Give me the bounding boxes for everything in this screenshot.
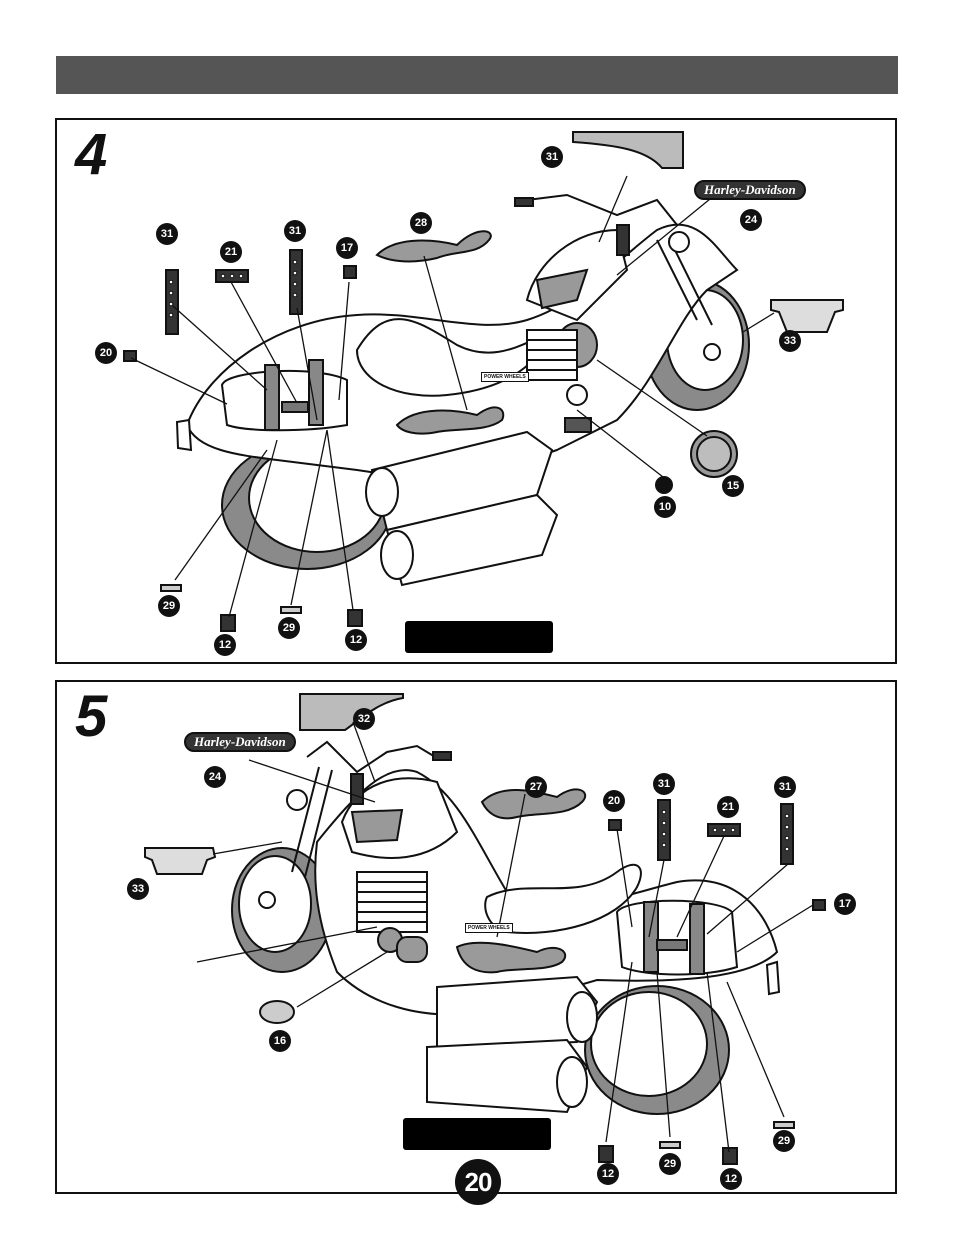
step-4-callout-21: 21 — [220, 241, 242, 263]
step-5-callout-32: 32 — [353, 708, 375, 730]
step-4-callout-12-left: 12 — [214, 634, 236, 656]
step-5-power-wheels-badge: POWER WHEELS — [465, 923, 513, 933]
step-4-callout-31-top: 31 — [541, 146, 563, 168]
step-5-callout-16: 16 — [269, 1030, 291, 1052]
step-4-callout-31-middle: 31 — [284, 220, 306, 242]
step-5-callout-24: 24 — [204, 766, 226, 788]
step-4-callout-31-left: 31 — [156, 223, 178, 245]
step-5-motorcycle-illustration — [144, 693, 826, 1165]
step-4-callout-15: 15 — [722, 475, 744, 497]
step-5-callout-21: 21 — [717, 796, 739, 818]
step-5-number: 5 — [75, 684, 108, 749]
step-4-callout-20: 20 — [95, 342, 117, 364]
step-5-callout-20: 20 — [603, 790, 625, 812]
step-4-callout-29-left: 29 — [158, 595, 180, 617]
step-5-callout-29-right: 29 — [773, 1130, 795, 1152]
step-5-label-box — [403, 1118, 551, 1150]
step-5-callout-33: 33 — [127, 878, 149, 900]
step-5-callout-12-right: 12 — [720, 1168, 742, 1190]
step-5-callout-31-right: 31 — [774, 776, 796, 798]
step-4-callout-28: 28 — [410, 212, 432, 234]
step-4-panel: 4 — [55, 118, 897, 664]
step-4-label-box — [405, 621, 553, 653]
step-5-callout-29-left: 29 — [659, 1153, 681, 1175]
step-4-callout-29-right: 29 — [278, 617, 300, 639]
step-4-power-wheels-badge: POWER WHEELS — [481, 372, 529, 382]
step-4-callout-10: 10 — [654, 496, 676, 518]
step-5-callout-27: 27 — [525, 776, 547, 798]
step-5-callout-17: 17 — [834, 893, 856, 915]
step-5-callout-31-left: 31 — [653, 773, 675, 795]
section-header-bar — [56, 56, 898, 94]
step-5-panel: 5 — [55, 680, 897, 1194]
step-4-number: 4 — [75, 122, 108, 187]
step-5-harley-davidson-logo-decal: Harley-Davidson — [184, 732, 296, 752]
step-5-callout-12-left: 12 — [597, 1163, 619, 1185]
step-4-callout-17: 17 — [336, 237, 358, 259]
step-4-callout-24: 24 — [740, 209, 762, 231]
step-4-callout-12-right: 12 — [345, 629, 367, 651]
step-4-motorcycle-illustration — [123, 131, 844, 632]
step-4-callout-33: 33 — [779, 330, 801, 352]
page-number: 20 — [455, 1159, 501, 1205]
step-4-harley-davidson-logo-decal: Harley-Davidson — [694, 180, 806, 200]
